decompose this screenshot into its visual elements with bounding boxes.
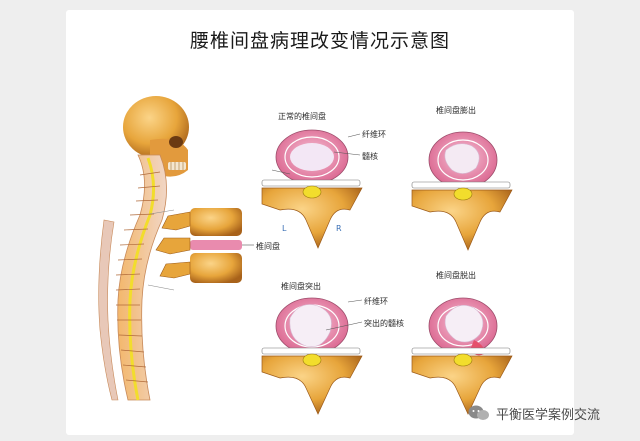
protruded-nucleus-label: 突出的髓核	[364, 319, 404, 328]
spine-column	[98, 154, 167, 401]
panel-extrusion	[411, 297, 513, 415]
vertebra-segment	[147, 208, 254, 291]
panel-normal-title: 正常的椎间盘	[278, 112, 326, 121]
panel-normal	[261, 129, 363, 249]
panel-extrusion-title: 椎间盘脱出	[436, 271, 476, 280]
annulus-label-top: 纤维环	[362, 130, 386, 139]
right-marker: R	[336, 224, 342, 233]
panel-bulge	[411, 131, 513, 251]
watermark-text: 平衡医学案例交流	[496, 407, 601, 423]
wechat-icon	[468, 405, 489, 420]
disc-label: 椎间盘	[256, 242, 280, 251]
nucleus-label: 髓核	[362, 152, 378, 161]
panel-bulge-title: 椎间盘膨出	[436, 106, 476, 115]
annulus-label-bottom: 纤维环	[364, 297, 388, 306]
panel-protrusion	[261, 297, 363, 415]
diagram-title: 腰椎间盘病理改变情况示意图	[189, 30, 450, 52]
watermark: 平衡医学案例交流	[468, 402, 600, 424]
skull	[123, 96, 189, 177]
panel-protrusion-title: 椎间盘突出	[281, 282, 321, 291]
left-marker: L	[282, 224, 287, 233]
